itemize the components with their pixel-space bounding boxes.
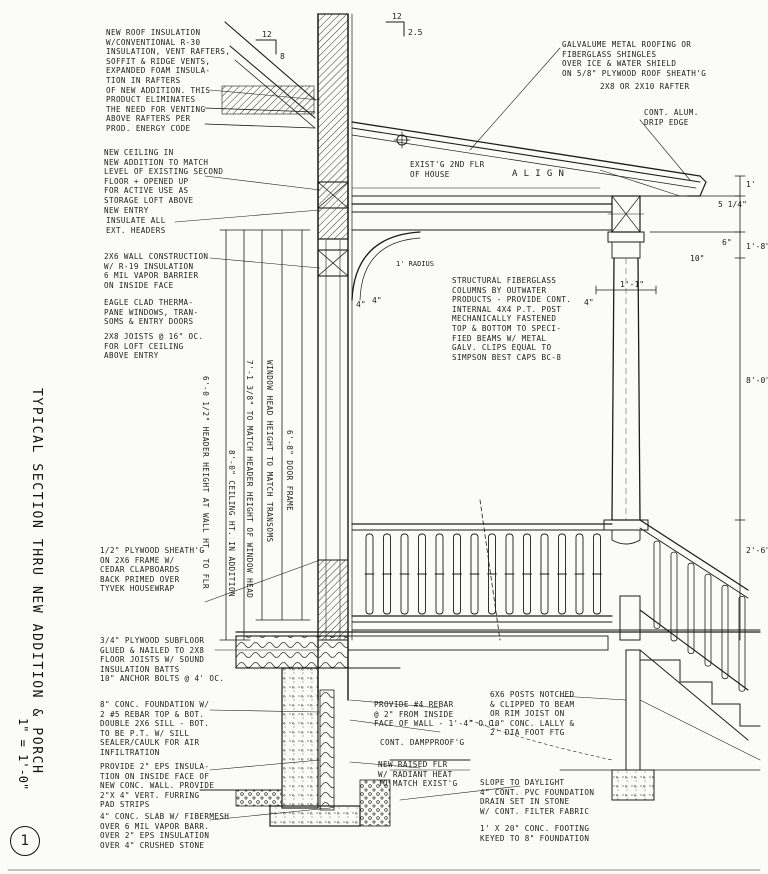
dim-pitch-left-run: 8 bbox=[280, 52, 285, 61]
balusters bbox=[364, 533, 602, 615]
sheet-title: TYPICAL SECTION THRU NEW ADDITION & PORC… bbox=[29, 388, 44, 775]
note-foundation: 8" CONC. FOUNDATION W/ 2 #5 REBAR TOP & … bbox=[100, 700, 210, 757]
dim-radius: 1' RADIUS bbox=[396, 260, 434, 268]
note-eps: PROVIDE 2" EPS INSULA- TION ON INSIDE FA… bbox=[100, 762, 215, 810]
vnote-door-frame: 6'-8" DOOR FRAME bbox=[285, 430, 294, 512]
stair-baluster bbox=[704, 573, 712, 667]
note-new-floor: NEW RAISED FLR W/ RADIANT HEAT TO MATCH … bbox=[378, 760, 458, 789]
note-ceiling: NEW CEILING IN NEW ADDITION TO MATCH LEV… bbox=[104, 148, 224, 215]
dim-fascia: 1' bbox=[746, 180, 756, 189]
dim-col-4: 4" bbox=[584, 298, 594, 307]
stair-baluster bbox=[738, 595, 746, 692]
dim-right-2-6: 2'-6" bbox=[746, 546, 768, 555]
dim-right-10: 10" bbox=[690, 254, 705, 263]
note-insulate-headers: INSULATE ALL EXT. HEADERS bbox=[106, 216, 166, 235]
pitch-symbols bbox=[255, 21, 411, 149]
exterior-wall bbox=[317, 13, 353, 701]
dim-right-5-1: 5 1/4" bbox=[718, 200, 747, 209]
dimension-lines bbox=[219, 175, 746, 641]
stair-balusters bbox=[653, 540, 746, 692]
note-slab: 4" CONC. SLAB W/ FIBERMESH OVER 6 MIL VA… bbox=[100, 812, 230, 850]
dim-pitch-right-rise: 12 bbox=[392, 12, 402, 21]
stair-steps bbox=[639, 659, 761, 761]
note-columns: STRUCTURAL FIBERGLASS COLUMNS BY OUTWATE… bbox=[452, 276, 572, 362]
dim-pitch-left-rise: 12 bbox=[262, 30, 272, 39]
note-galvalume: GALVALUME METAL ROOFING OR FIBERGLASS SH… bbox=[562, 40, 707, 78]
porch-column bbox=[603, 231, 649, 545]
stair-baluster bbox=[687, 562, 695, 654]
vnote-ceiling-ht: 8'-0" CEILING HT. IN ADDITION bbox=[227, 450, 236, 598]
dim-left-4: 4" bbox=[372, 296, 382, 305]
vnote-match-header: 7'-1 3/8" TO MATCH HEADER HEIGHT OF WIND… bbox=[245, 360, 254, 599]
note-dampproofing: CONT. DAMPPROOF'G bbox=[380, 738, 465, 747]
note-sheathing: 1/2" PLYWOOD SHEATH'G ON 2X6 FRAME W/ CE… bbox=[100, 546, 205, 594]
porch-railing bbox=[351, 499, 761, 641]
note-joists: 2X8 JOISTS @ 16" OC. FOR LOFT CEILING AB… bbox=[104, 332, 204, 361]
stair-baluster bbox=[670, 551, 678, 642]
floor-system bbox=[235, 631, 761, 701]
porch-beam bbox=[351, 195, 645, 301]
foundation bbox=[199, 649, 761, 827]
sheet-scale: 1" = 1'-0" bbox=[16, 718, 30, 791]
vnote-window-head: WINDOW HEAD HEIGHT TO MATCH TRANSOMS bbox=[265, 360, 274, 543]
note-daylight: SLOPE TO DAYLIGHT 4" CONT. PVC FOUNDATIO… bbox=[480, 778, 595, 816]
note-wall-construction: 2X6 WALL CONSTRUCTION W/ R-19 INSULATION… bbox=[104, 252, 209, 290]
note-existing-floor: EXIST'G 2ND FLR OF HOUSE bbox=[410, 160, 485, 179]
dim-porch-4: 4" bbox=[356, 300, 366, 309]
note-roof-insulation: NEW ROOF INSULATION W/CONVENTIONAL R-30 … bbox=[106, 28, 231, 133]
dim-pitch-right-run: 2.5 bbox=[408, 28, 423, 37]
note-align: A L I G N bbox=[512, 169, 565, 179]
dim-right-8-0: 8'-0" bbox=[746, 376, 768, 385]
porch-roof bbox=[351, 121, 707, 197]
note-drip-edge: CONT. ALUM. DRIP EDGE bbox=[644, 108, 699, 127]
stair-baluster bbox=[653, 540, 661, 629]
note-floor: 3/4" PLYWOOD SUBFLOOR GLUED & NAILED TO … bbox=[100, 636, 225, 684]
note-rafter: 2X8 OR 2X10 RAFTER bbox=[600, 82, 690, 91]
leader-lines bbox=[174, 47, 691, 821]
existing-roof bbox=[204, 21, 316, 129]
note-rebar: PROVIDE #4 REBAR @ 2" FROM INSIDE FACE O… bbox=[374, 700, 499, 729]
note-footing: 1' X 20" CONC. FOOTING KEYED TO 8" FOUND… bbox=[480, 824, 590, 843]
note-posts: 6X6 POSTS NOTCHED & CLIPPED TO BEAM OR R… bbox=[490, 690, 575, 738]
sheet-number-badge: 1 bbox=[10, 826, 40, 856]
dim-header-1-8: 1'-8" bbox=[746, 242, 768, 251]
dim-col-1-1: 1'-1" bbox=[620, 280, 645, 289]
dim-right-6: 6" bbox=[722, 238, 732, 247]
note-windows: EAGLE CLAD THERMA- PANE WINDOWS, TRAN- S… bbox=[104, 298, 199, 327]
vnote-header-height: 6'-0 1/2" HEADER HEIGHT AT WALL HT. TO F… bbox=[201, 376, 210, 590]
